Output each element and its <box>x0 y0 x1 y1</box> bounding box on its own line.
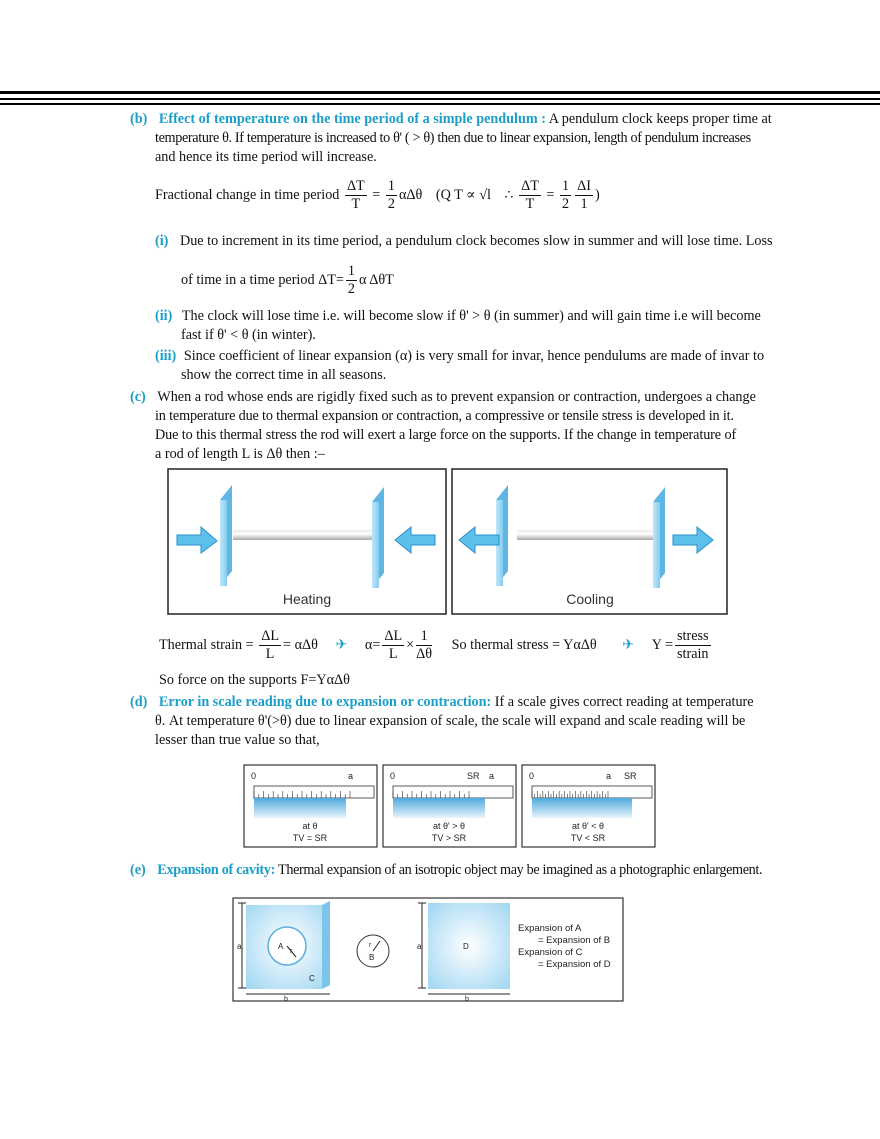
header-rule-2 <box>0 103 880 105</box>
svg-text:r: r <box>290 948 293 955</box>
section-b-heading: Effect of temperature on the time period… <box>158 111 546 127</box>
cooling-label: Cooling <box>566 591 613 607</box>
heating-label: Heating <box>283 591 331 607</box>
svg-text:B: B <box>369 953 374 962</box>
svg-text:b: b <box>284 996 288 1003</box>
section-b-line2: temperature θ. If temperature is increas… <box>155 130 751 146</box>
svg-text:r: r <box>369 942 372 949</box>
note-2: = Expansion of B <box>538 935 610 946</box>
header-rule-1 <box>0 98 880 100</box>
svg-text:b: b <box>465 996 469 1003</box>
scale-reading-figure: 0 a at θ TV = SR 0 SR a at θ' > θ TV > SR 0 a SR at … <box>243 764 656 848</box>
scale-zero-label: 0 <box>390 771 395 781</box>
implies-arrow-icon-2: ✈ <box>622 637 635 653</box>
svg-text:C: C <box>309 974 315 983</box>
scale-caption-1: at θ <box>302 821 317 831</box>
item-ii-line1: (ii) The clock will lose time i.e. will … <box>155 308 761 324</box>
scale-caption-2: TV = SR <box>293 833 328 843</box>
svg-text:a: a <box>417 942 422 951</box>
section-d-line1: (d) Error in scale reading due to expans… <box>130 694 754 710</box>
scale-caption-2: TV < SR <box>571 833 606 843</box>
section-c-line1: (c) When a rod whose ends are rigidly fi… <box>130 389 756 405</box>
section-c-line4: a rod of length L is Δθ then :– <box>155 446 325 462</box>
header-rule-thick <box>0 91 880 94</box>
section-d-line2: θ. At temperature θ'(>θ) due to linear e… <box>155 713 746 729</box>
block-d <box>428 903 510 989</box>
note-1: Expansion of A <box>518 923 582 934</box>
item-ii-line2: fast if θ' < θ (in winter). <box>181 327 316 343</box>
note-3: Expansion of C <box>518 947 583 958</box>
cooling-rod <box>517 530 660 540</box>
item-iii-line2: show the correct time in all seasons. <box>181 367 387 383</box>
scale-top-label: SR <box>467 771 480 781</box>
scale-zero-label: 0 <box>251 771 256 781</box>
scale-caption-1: at θ' > θ <box>433 821 465 831</box>
section-c-line3: Due to this thermal stress the rod will … <box>155 427 737 443</box>
force-on-supports: So force on the supports F=YαΔθ <box>159 672 350 688</box>
cooling-arrow-right <box>672 525 714 555</box>
scale-caption-1: at θ' < θ <box>572 821 604 831</box>
section-d-line3: lesser than true value so that, <box>155 732 320 748</box>
cooling-arrow-left <box>458 525 500 555</box>
section-e-line: (e) Expansion of cavity: Thermal expansi… <box>130 862 763 878</box>
section-b-line3: and hence its time period will increase. <box>155 149 377 165</box>
scale-bar-1 <box>254 798 346 818</box>
section-b-line1-rest: A pendulum clock keeps proper time at <box>545 111 772 127</box>
heating-arrow-right <box>394 525 436 555</box>
section-c-line2: in temperature due to thermal expansion … <box>155 408 734 424</box>
item-i-line1: (i) Due to increment in its time period,… <box>155 233 773 249</box>
scale-caption-2: TV > SR <box>432 833 467 843</box>
scale-bar-3 <box>532 798 632 818</box>
scale-top-label-2: SR <box>624 771 637 781</box>
note-4: = Expansion of D <box>538 959 611 970</box>
scale-ruler-2 <box>392 785 514 799</box>
scale-top-label: a <box>348 771 353 781</box>
heating-arrow-left <box>176 525 218 554</box>
svg-text:D: D <box>463 942 469 951</box>
thermal-stress-figure: Heating Cooling <box>167 468 728 615</box>
scale-bar-2 <box>393 798 485 818</box>
implies-arrow-icon: ✈ <box>335 637 348 653</box>
section-b-line1: (b) Effect of temperature on the time pe… <box>130 109 780 129</box>
item-iii-line1: (iii) Since coefficient of linear expans… <box>155 348 765 364</box>
cavity-expansion-figure: a A r C b r B a D b Expansion of A = Exp… <box>232 897 624 1003</box>
scale-top-label: a <box>606 771 611 781</box>
section-b-label: (b) <box>130 111 148 127</box>
svg-text:A: A <box>278 942 284 951</box>
svg-text:a: a <box>237 942 242 951</box>
heating-rod <box>233 530 376 540</box>
scale-zero-label: 0 <box>529 771 534 781</box>
scale-top-label-2: a <box>489 771 494 781</box>
scale-ruler-1 <box>253 785 375 799</box>
